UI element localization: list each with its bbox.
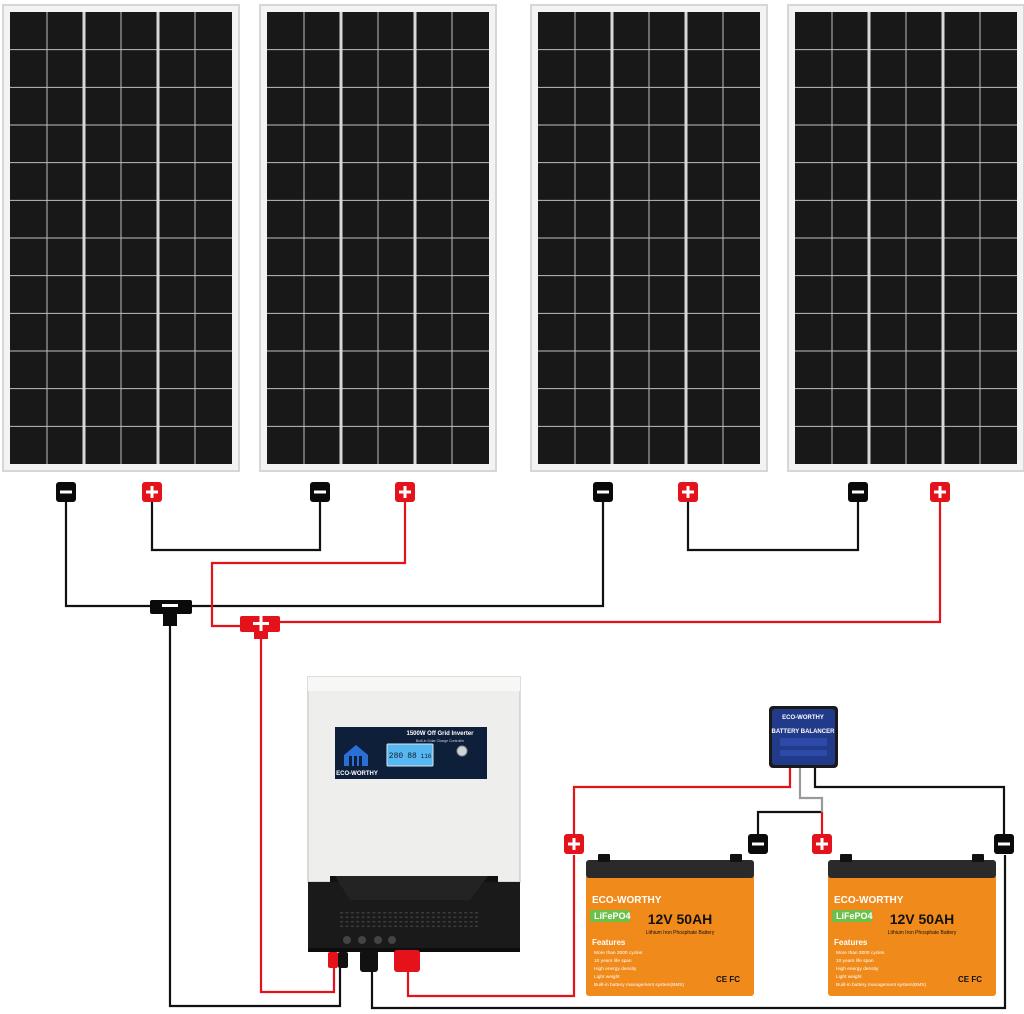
battery-features-title: Features	[834, 938, 868, 947]
balancer-wire-pos	[572, 768, 792, 837]
positive-connector-6	[678, 482, 698, 502]
branch-connector-negative	[150, 600, 192, 626]
display-value-mid: 88	[407, 752, 417, 761]
negative-connector-5	[593, 482, 613, 502]
solar-panel-2	[259, 4, 497, 472]
series-link-wire-1	[150, 500, 322, 552]
inverter-terminal-black	[360, 950, 378, 972]
inverter-terminal-red	[394, 950, 420, 972]
positive-connector-9	[564, 834, 584, 854]
inverter-pv-plug-red	[328, 952, 338, 968]
inverter-port-4	[388, 936, 396, 944]
inverter-brand: ECO-WORTHY	[336, 771, 378, 777]
battery-type: Lithium Iron Phosphate Battery	[646, 930, 715, 936]
positive-connector-4	[395, 482, 415, 502]
inverter-power-button[interactable]	[456, 745, 468, 757]
wiring	[64, 500, 1007, 1010]
battery-cert: CE FC	[716, 975, 740, 984]
battery-2: ECO-WORTHY LiFePO4 12V 50AH Lithium Iron Ph…	[828, 854, 996, 996]
battery-balancer: ECO-WORTHY BATTERY BALANCER	[769, 706, 838, 768]
battery-body	[586, 874, 754, 996]
battery-terminal-icon	[730, 854, 742, 862]
battery-feature-item: More than 3000 cycles	[594, 950, 643, 956]
battery-feature-item: 10 years life span	[594, 958, 632, 964]
battery-terminal-icon	[840, 854, 852, 862]
inverter-pv-plug-black	[338, 952, 348, 968]
inverter-port-2	[358, 936, 366, 944]
positive-connector-2	[142, 482, 162, 502]
negative-connector-1	[56, 482, 76, 502]
battery-feature-item: More than 3000 cycles	[836, 950, 885, 956]
solar-panel-4	[787, 4, 1024, 472]
solar-panels	[2, 4, 1024, 472]
inter-battery-wire-neg	[756, 810, 822, 843]
battery-rating: 12V 50AH	[890, 911, 955, 927]
battery-brand: ECO-WORTHY	[592, 895, 662, 906]
battery-feature-item: High energy density	[594, 966, 637, 972]
battery-feature-item: Light weight	[836, 974, 862, 980]
battery-feature-item: Built-in battery management system(BMS)	[836, 982, 927, 988]
positive-main-wire	[259, 634, 336, 994]
negative-string-wire-1	[64, 502, 160, 608]
negative-connector-7	[848, 482, 868, 502]
battery-chemistry: LiFePO4	[594, 911, 631, 921]
negative-main-wire	[168, 618, 342, 1008]
balancer-wire-mid	[798, 768, 824, 812]
inverter-port-3	[374, 936, 382, 944]
positive-connector-11	[812, 834, 832, 854]
battery-type: Lithium Iron Phosphate Battery	[888, 930, 957, 936]
positive-string-wire-2	[274, 502, 942, 624]
battery-cert: CE FC	[958, 975, 982, 984]
balancer-brand: ECO-WORTHY	[782, 715, 824, 721]
battery-feature-item: Built-in battery management system(BMS)	[594, 982, 685, 988]
battery-top	[586, 860, 754, 878]
positive-connector-8	[930, 482, 950, 502]
battery-features-title: Features	[592, 938, 626, 947]
balancer-title: BATTERY BALANCER	[772, 729, 836, 735]
battery-body	[828, 874, 996, 996]
battery-positive-wire	[406, 855, 576, 998]
inverter-display	[386, 743, 434, 767]
inverter-port-1	[343, 936, 351, 944]
battery-terminal-icon	[598, 854, 610, 862]
solar-panel-1	[2, 4, 240, 472]
battery-feature-item: Light weight	[594, 974, 620, 980]
balancer-wire-neg	[813, 768, 1006, 837]
negative-connector-10	[748, 834, 768, 854]
battery-top	[828, 860, 996, 878]
negative-connector-3	[310, 482, 330, 502]
series-link-wire-2	[686, 500, 860, 552]
branch-connector-positive	[240, 616, 280, 639]
connectors	[56, 482, 1014, 854]
display-value-left: 280	[389, 752, 404, 761]
inverter-subtitle: Built-in Solar Charge Controller	[416, 739, 465, 743]
negative-string-wire-2	[182, 502, 605, 608]
negative-connector-12	[994, 834, 1014, 854]
inverter-vents	[340, 912, 478, 928]
solar-panel-3	[530, 4, 768, 472]
battery-rating: 12V 50AH	[648, 911, 713, 927]
inverter-logo-icon	[344, 745, 368, 766]
positive-string-wire-1	[210, 502, 407, 628]
display-value-right: 116	[421, 753, 432, 760]
battery-1: ECO-WORTHY LiFePO4 12V 50AH Lithium Iron Ph…	[586, 854, 754, 996]
inverter-title: 1500W Off Grid Inverter	[406, 731, 474, 737]
battery-chem-badge	[832, 910, 872, 922]
inverter: 1500W Off Grid Inverter Built-in Solar C…	[307, 676, 521, 972]
battery-feature-item: 10 years life span	[836, 958, 874, 964]
battery-feature-item: High energy density	[836, 966, 879, 972]
battery-negative-wire	[370, 855, 1007, 1010]
battery-chemistry: LiFePO4	[836, 911, 873, 921]
battery-chem-badge	[590, 910, 630, 922]
battery-terminal-icon	[972, 854, 984, 862]
batteries: ECO-WORTHY LiFePO4 12V 50AH Lithium Iron Ph…	[586, 854, 996, 996]
battery-brand: ECO-WORTHY	[834, 895, 904, 906]
